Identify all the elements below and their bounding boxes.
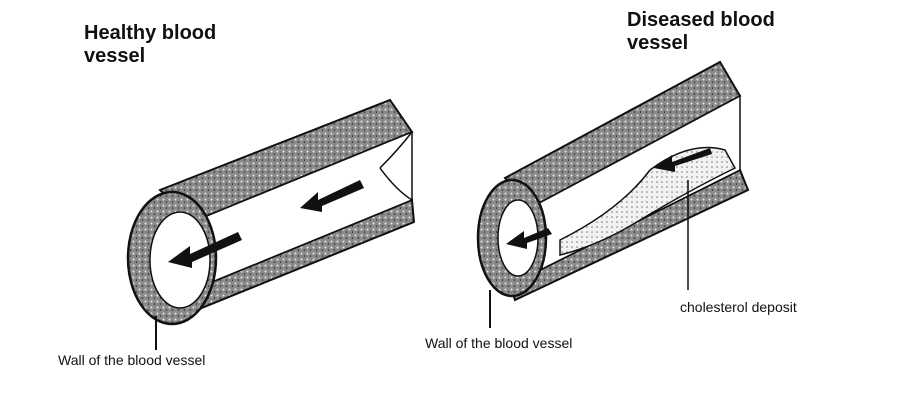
diseased-vessel-title: Diseased blood vessel	[627, 9, 775, 54]
healthy-flow-arrow-2	[168, 232, 242, 268]
healthy-flow-arrow-1	[300, 180, 364, 212]
diseased-vessel	[476, 60, 750, 328]
diseased-flow-arrow-1	[654, 148, 712, 172]
cholesterol-deposit-label: cholesterol deposit	[680, 299, 797, 315]
healthy-vessel-far-end	[379, 131, 413, 201]
diseased-wall-label: Wall of the blood vessel	[425, 335, 573, 351]
healthy-vessel-title: Healthy blood vessel	[84, 22, 217, 67]
healthy-wall-label: Wall of the blood vessel	[58, 352, 206, 368]
cholesterol-deposit-shape	[559, 146, 737, 256]
healthy-vessel	[126, 98, 416, 350]
diseased-flow-arrow-2	[506, 228, 552, 249]
